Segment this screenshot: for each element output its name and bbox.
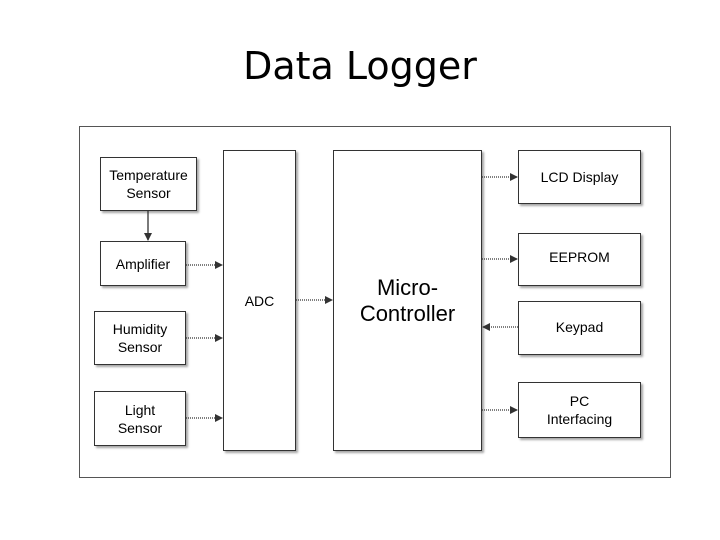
lcd-display-block: LCD Display bbox=[518, 150, 641, 204]
adc-block: ADC bbox=[223, 150, 296, 451]
diagram-frame bbox=[79, 126, 671, 478]
micro-controller-block: Micro- Controller bbox=[333, 150, 482, 451]
pc-interfacing-block: PC Interfacing bbox=[518, 382, 641, 438]
amplifier-block: Amplifier bbox=[100, 241, 186, 286]
eeprom-block: EEPROM bbox=[518, 233, 641, 286]
light-sensor-block: Light Sensor bbox=[94, 391, 186, 446]
page-title: Data Logger bbox=[243, 44, 477, 88]
keypad-block: Keypad bbox=[518, 301, 641, 355]
humidity-sensor-block: Humidity Sensor bbox=[94, 311, 186, 365]
temperature-sensor-block: Temperature Sensor bbox=[100, 157, 197, 211]
